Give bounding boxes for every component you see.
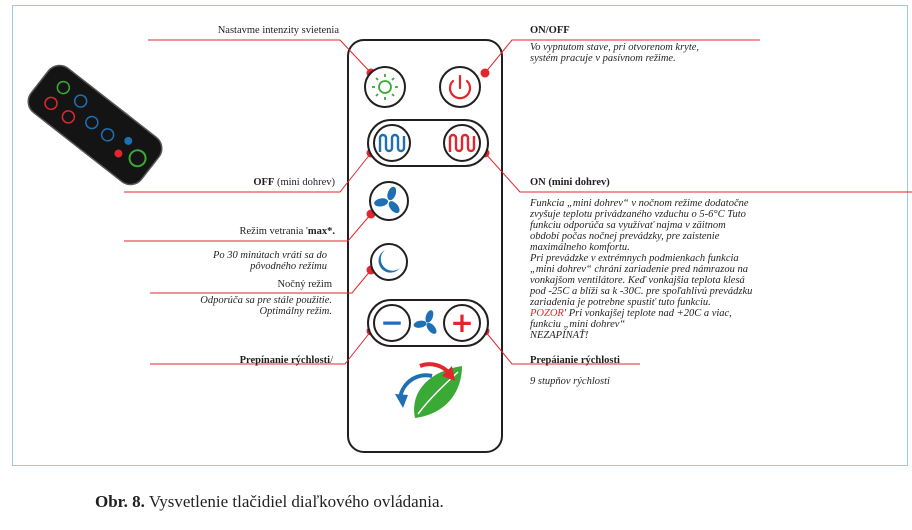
fan-icon: [374, 186, 400, 214]
pozor-line-2: funkciu „mini dohrev“: [530, 319, 626, 330]
label-off-bold: OFF: [253, 177, 275, 188]
speed-pill: − +: [367, 299, 489, 347]
on-off-note-line-2: systém pracuje v pasívnom režime.: [530, 53, 676, 64]
label-speed-title: Prepáianie rýchlosti: [530, 355, 620, 366]
on-note-line-5: maximálneho komfortu.: [530, 242, 630, 253]
label-off-rest: (mini dohrev): [274, 177, 335, 188]
speed-minus-button[interactable]: [373, 304, 411, 342]
max-note-line-1: Po 30 minútach vráti sa do: [212, 250, 327, 261]
pozor-line-3: NEZAPÍNAŤ!: [530, 330, 589, 341]
fan-icon: [413, 310, 437, 334]
on-note-line-8: vonkajšom ventilátore. Keď vonkajšia tep…: [530, 275, 745, 286]
minus-symbol: −: [380, 306, 403, 339]
on-off-note-line-1: Vo vypnutom stave, pri otvorenom kryte,: [530, 42, 700, 53]
label-on-off-title: ON/OFF: [530, 25, 570, 36]
callout-lines: [124, 39, 912, 365]
pozor-label: POZOR: [530, 308, 564, 319]
figure-frame: [12, 5, 908, 466]
moon-icon: [378, 250, 400, 273]
on-note-line-6: Pri prevádzke v extrémnych podmienkach f…: [530, 253, 739, 264]
label-on-mini-heater-title: ON (mini dohrev): [530, 177, 610, 188]
label-max-mode: Režim vetrania 'max*.: [240, 226, 336, 237]
pozor-line-1: POZOR' Pri vonkajšej teplote nad +20C a …: [530, 308, 732, 319]
on-note-line-7: „mini dohrev“ chráni zariadenie pred nám…: [530, 264, 748, 275]
on-note-line-9: pod -25C a blíži sa k -30C. pre spoľahli…: [530, 286, 753, 297]
label-max-prefix: Režim vetrania ': [239, 226, 308, 237]
caption-text: Vysvetlenie tlačidiel diaľkového ovládan…: [144, 492, 444, 511]
on-note-line-1: Funkcia „mini dohrev“ v nočnom režime do…: [530, 198, 749, 209]
plus-symbol: +: [450, 306, 473, 339]
label-speed-switch-slash: /: [330, 355, 333, 366]
remote-photo: [27, 64, 163, 186]
heater-coil-icon: [378, 133, 406, 153]
night-mode-button[interactable]: [370, 243, 408, 281]
night-note-line-2: Optimálny režim.: [259, 306, 332, 317]
on-note-line-10: zariadenia je potrebne spustiť tuto funk…: [530, 297, 711, 308]
label-night-mode: Nočný režim: [277, 279, 332, 290]
max-note-line-2: pôvodného režimu: [250, 261, 327, 272]
pozor-rest: ' Pri vonkajšej teplote nad +20C a viac,: [563, 308, 732, 319]
label-speed-switch-bold: Prepínanie rýchlosti: [239, 355, 331, 366]
on-note-line-3: funkciu odporúča sa využívať najma v zäi…: [530, 220, 726, 231]
label-intensity: Nastavme intenzity svietenia: [217, 25, 339, 36]
label-off-mini-heater: OFF (mini dohrev): [253, 177, 335, 188]
night-note-line-1: Odporúča sa pre stále použitie.: [200, 295, 332, 306]
sun-icon: [372, 74, 398, 100]
on-off-button[interactable]: [439, 66, 481, 108]
on-note-line-2: zvyšuje teplotu privádzaného vzduchu o 5…: [530, 209, 746, 220]
caption-label: Obr. 8.: [95, 492, 145, 511]
mini-heater-pill: [367, 119, 489, 167]
label-max-bold: max*.: [307, 226, 335, 237]
recirculation-leaf-icon: [395, 362, 462, 418]
speed-plus-button[interactable]: [443, 304, 481, 342]
power-icon: [448, 74, 472, 100]
on-note-line-4: období počas nočnej prevádzky, pre zaist…: [530, 231, 720, 242]
fan-max-button[interactable]: [369, 181, 409, 221]
figure-caption: Obr. 8. Vysvetlenie tlačidiel diaľkového…: [95, 492, 444, 512]
heater-coil-icon: [448, 133, 476, 153]
label-speed-switch: Prepínanie rýchlosti/: [240, 355, 333, 366]
light-intensity-button[interactable]: [364, 66, 406, 108]
speed-note: 9 stupňov rýchlosti: [530, 376, 610, 387]
